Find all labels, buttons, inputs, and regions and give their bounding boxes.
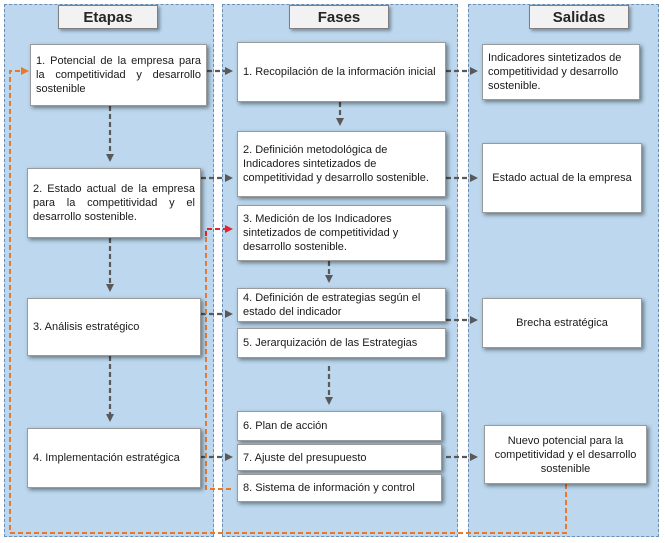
salida-2-box: Estado actual de la empresa (482, 143, 642, 213)
etapa-3-box: 3. Análisis estratégico (27, 298, 201, 356)
arrow-feedback-to-fase3 (205, 225, 233, 236)
salidas-title: Salidas (552, 8, 606, 26)
etapas-title: Etapas (83, 8, 133, 26)
fase-7-text: 7. Ajuste del presupuesto (243, 451, 367, 464)
etapa-2-text: 2. Estado actual de la empresa para la c… (33, 183, 195, 223)
salida-3-text: Brecha estratégica (516, 317, 608, 329)
fase-2-box: 2. Definición metodológica de Indicadore… (237, 131, 446, 197)
etapas-header: Etapas (58, 5, 158, 29)
fase-3-text: 3. Medición de los Indicadores sintetiza… (243, 213, 399, 253)
etapa-4-box: 4. Implementación estratégica (27, 428, 201, 488)
salida-3-box: Brecha estratégica (482, 298, 642, 348)
fase-2-text: 2. Definición metodológica de Indicadore… (243, 144, 429, 184)
fase-5-text: 5. Jerarquización de las Estrategias (243, 337, 418, 349)
etapa-1-box: 1. Potencial de la empresa para la compe… (30, 44, 207, 106)
fase-1-text: 1. Recopilación de la información inicia… (243, 66, 436, 78)
fases-header: Fases (289, 5, 389, 29)
salida-1-box: Indicadores sintetizados de competitivid… (482, 44, 640, 100)
fase-8-box: 8. Sistema de información y control (237, 474, 442, 502)
fase-7-box: 7. Ajuste del presupuesto (237, 444, 442, 471)
fase-4-text: 4. Definición de estrategias según el es… (243, 292, 421, 318)
fase-1-box: 1. Recopilación de la información inicia… (237, 42, 446, 102)
fase-5-box: 5. Jerarquización de las Estrategias (237, 328, 446, 358)
fase-4-box: 4. Definición de estrategias según el es… (237, 288, 446, 322)
etapa-3-text: 3. Análisis estratégico (33, 321, 140, 333)
fase-8-text: 8. Sistema de información y control (243, 482, 415, 494)
salidas-header: Salidas (529, 5, 629, 29)
etapa-1-text: 1. Potencial de la empresa para la compe… (36, 55, 201, 95)
fase-6-text: 6. Plan de acción (243, 420, 328, 432)
fases-title: Fases (317, 8, 361, 26)
arrow-salida4-to-etapa1 (9, 67, 567, 534)
arrow-fase8-to-fase3 (205, 236, 231, 490)
salida-4-box: Nuevo potencial para la competitividad y… (484, 425, 647, 484)
fase-6-box: 6. Plan de acción (237, 411, 442, 441)
fase-3-box: 3. Medición de los Indicadores sintetiza… (237, 205, 446, 261)
etapa-2-box: 2. Estado actual de la empresa para la c… (27, 168, 201, 238)
etapa-4-text: 4. Implementación estratégica (33, 452, 180, 464)
salida-4-text: Nuevo potencial para la competitividad y… (494, 434, 637, 475)
salida-1-text: Indicadores sintetizados de competitivid… (488, 52, 622, 92)
salida-2-text: Estado actual de la empresa (492, 172, 632, 184)
